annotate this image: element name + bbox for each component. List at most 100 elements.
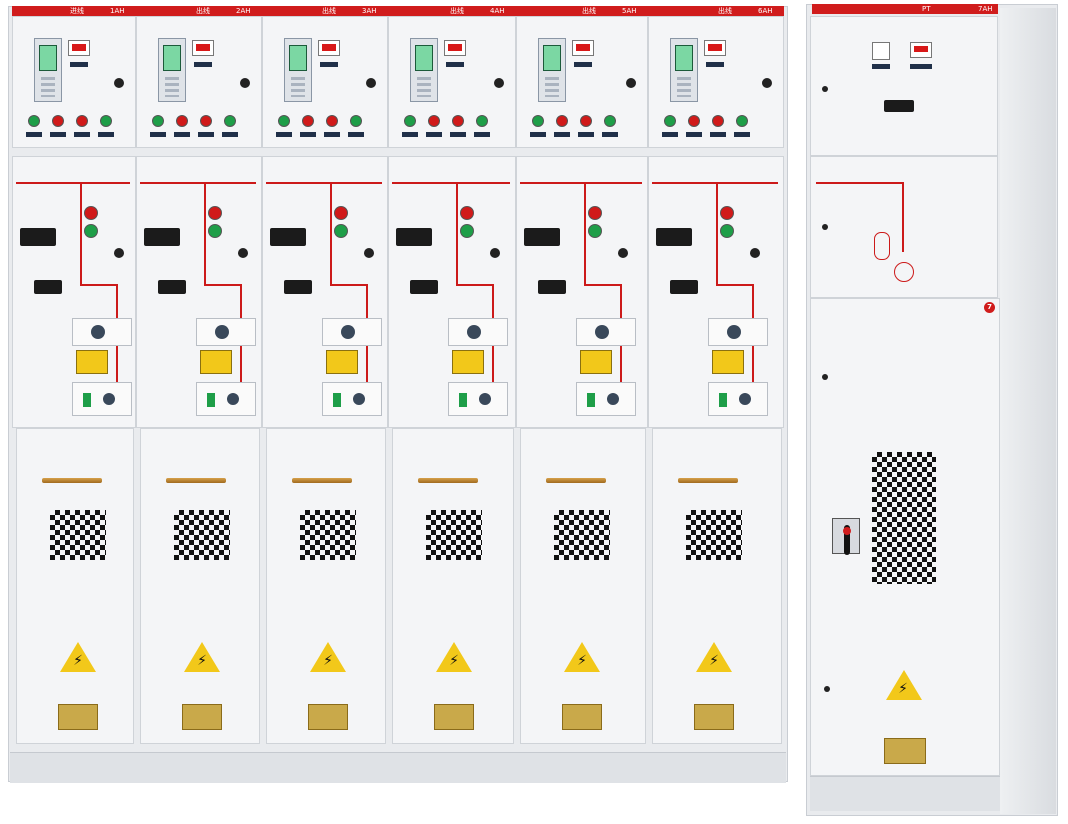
door-handle-5[interactable] <box>546 478 606 483</box>
cabinet-header-code: 4AH <box>490 7 505 15</box>
mechanism-knob-6[interactable] <box>750 248 760 258</box>
mechanism-knob-2[interactable] <box>238 248 248 258</box>
digital-meter-5 <box>572 40 594 56</box>
control-button-5-4[interactable] <box>604 115 616 127</box>
pt-top-lock[interactable] <box>822 86 828 92</box>
pt-door-lock-top[interactable] <box>822 374 828 380</box>
warning-triangle-icon-1 <box>60 642 96 672</box>
earthing-switch-3[interactable] <box>322 382 382 416</box>
control-button-5-2[interactable] <box>556 115 568 127</box>
door-lock-4[interactable] <box>494 78 504 88</box>
aux-switch-4[interactable] <box>410 280 438 294</box>
pt-operating-handle[interactable] <box>832 518 860 555</box>
interlock-unit-1[interactable] <box>72 318 132 346</box>
aux-switch-1[interactable] <box>34 280 62 294</box>
cable-compartment-door-6[interactable] <box>652 428 782 744</box>
cable-compartment-door-3[interactable] <box>266 428 386 744</box>
control-button-6-4[interactable] <box>736 115 748 127</box>
digital-meter-2 <box>192 40 214 56</box>
cable-compartment-door-2[interactable] <box>140 428 260 744</box>
cable-compartment-door-1[interactable] <box>16 428 134 744</box>
mechanism-knob-5[interactable] <box>618 248 628 258</box>
mechanism-knob-3[interactable] <box>364 248 374 258</box>
interlock-unit-5[interactable] <box>576 318 636 346</box>
door-lock-2[interactable] <box>240 78 250 88</box>
control-button-1-2[interactable] <box>52 115 64 127</box>
door-lock-6[interactable] <box>762 78 772 88</box>
lightning-bolt-icon-3: ⚡ <box>323 653 333 669</box>
open-button-5[interactable] <box>588 206 602 220</box>
close-button-3[interactable] <box>334 224 348 238</box>
mechanism-knob-1[interactable] <box>114 248 124 258</box>
control-button-4-3[interactable] <box>452 115 464 127</box>
control-button-5-3[interactable] <box>580 115 592 127</box>
interlock-unit-4[interactable] <box>448 318 508 346</box>
earthing-switch-5[interactable] <box>576 382 636 416</box>
meter-label-2 <box>194 62 212 67</box>
control-button-1-1[interactable] <box>28 115 40 127</box>
control-button-2-4[interactable] <box>224 115 236 127</box>
close-button-6[interactable] <box>720 224 734 238</box>
control-button-2-3[interactable] <box>200 115 212 127</box>
cable-compartment-door-5[interactable] <box>520 428 646 744</box>
door-handle-1[interactable] <box>42 478 102 483</box>
cable-compartment-door-4[interactable] <box>392 428 514 744</box>
meter-label-6 <box>706 62 724 67</box>
control-button-6-3[interactable] <box>712 115 724 127</box>
interlock-unit-3[interactable] <box>322 318 382 346</box>
door-lock-5[interactable] <box>626 78 636 88</box>
open-button-1[interactable] <box>84 206 98 220</box>
aux-switch-6[interactable] <box>670 280 698 294</box>
aux-switch-2[interactable] <box>158 280 186 294</box>
earthing-switch-4[interactable] <box>448 382 508 416</box>
close-button-5[interactable] <box>588 224 602 238</box>
feeder-line-horizontal-4 <box>456 284 492 286</box>
close-button-1[interactable] <box>84 224 98 238</box>
control-button-6-1[interactable] <box>664 115 676 127</box>
interlock-unit-2[interactable] <box>196 318 256 346</box>
open-button-2[interactable] <box>208 206 222 220</box>
aux-switch-5[interactable] <box>538 280 566 294</box>
mechanism-knob-4[interactable] <box>490 248 500 258</box>
digital-meter-1 <box>68 40 90 56</box>
vent-grille-2 <box>174 510 230 560</box>
door-lock-1[interactable] <box>114 78 124 88</box>
close-button-2[interactable] <box>208 224 222 238</box>
pt-switch-block[interactable] <box>884 100 914 112</box>
pt-mid-lock[interactable] <box>822 224 828 230</box>
control-button-4-2[interactable] <box>428 115 440 127</box>
door-lock-3[interactable] <box>366 78 376 88</box>
control-button-3-2[interactable] <box>302 115 314 127</box>
control-button-6-2[interactable] <box>688 115 700 127</box>
control-button-2-1[interactable] <box>152 115 164 127</box>
control-button-1-4[interactable] <box>100 115 112 127</box>
interlock-unit-6[interactable] <box>708 318 768 346</box>
open-button-4[interactable] <box>460 206 474 220</box>
aux-switch-3[interactable] <box>284 280 312 294</box>
earthing-switch-1[interactable] <box>72 382 132 416</box>
close-button-4[interactable] <box>460 224 474 238</box>
door-handle-4[interactable] <box>418 478 478 483</box>
control-button-4-4[interactable] <box>476 115 488 127</box>
door-handle-2[interactable] <box>166 478 226 483</box>
control-button-5-1[interactable] <box>532 115 544 127</box>
control-button-3-4[interactable] <box>350 115 362 127</box>
control-button-3-3[interactable] <box>326 115 338 127</box>
control-button-1-3[interactable] <box>76 115 88 127</box>
open-button-3[interactable] <box>334 206 348 220</box>
button-label-4-2 <box>426 132 442 137</box>
control-button-3-1[interactable] <box>278 115 290 127</box>
control-button-2-2[interactable] <box>176 115 188 127</box>
warning-triangle-icon-2 <box>184 642 220 672</box>
door-handle-6[interactable] <box>678 478 738 483</box>
control-button-4-1[interactable] <box>404 115 416 127</box>
open-button-6[interactable] <box>720 206 734 220</box>
warning-label-2 <box>200 350 232 374</box>
busbar-line-2 <box>140 182 256 184</box>
pt-door-lock-bottom[interactable] <box>824 686 830 692</box>
earthing-switch-6[interactable] <box>708 382 768 416</box>
earthing-switch-2[interactable] <box>196 382 256 416</box>
button-label-5-1 <box>530 132 546 137</box>
door-handle-3[interactable] <box>292 478 352 483</box>
